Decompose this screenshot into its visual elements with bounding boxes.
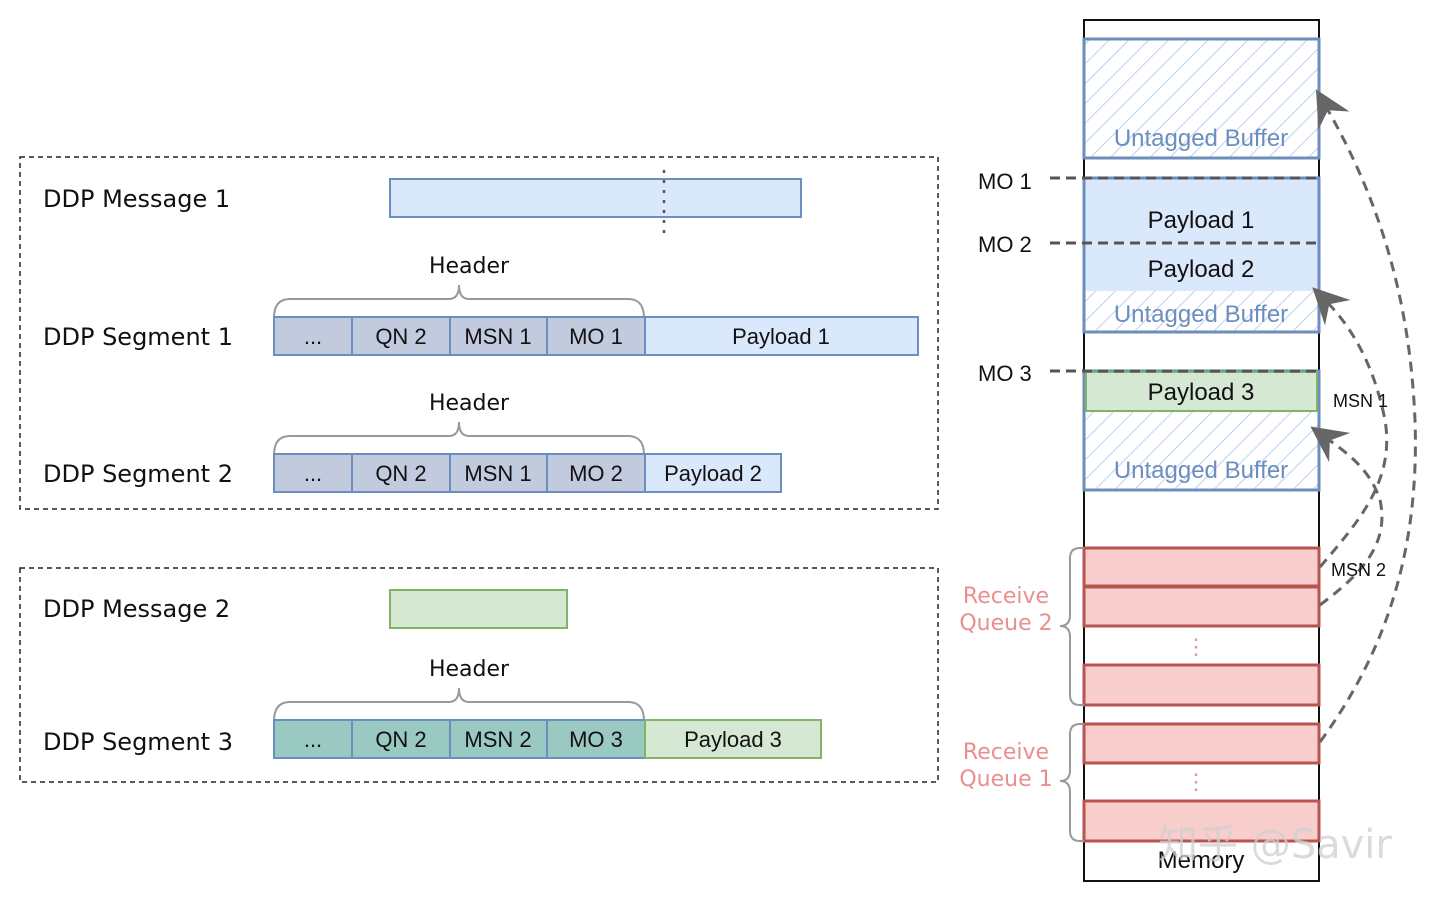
- message2-bar: [389, 589, 568, 629]
- segment3-label: DDP Segment 3: [43, 728, 233, 756]
- rq1-label-line1: Receive: [963, 740, 1049, 765]
- rq2-entry-3: [1082, 663, 1321, 707]
- rq2-label-line2: Queue 2: [959, 611, 1052, 636]
- segment2-row: ... QN 2 MSN 1 MO 2 Payload 2: [273, 453, 782, 493]
- rq1-entry-2: [1082, 799, 1321, 843]
- rq1-brace: [1059, 723, 1084, 842]
- memory-payload2-text: Payload 2: [1148, 256, 1255, 283]
- mo3-label: MO 3: [978, 361, 1032, 386]
- untagged-buffer-1-text: Untagged Buffer: [1114, 125, 1288, 152]
- msn2-label: MSN 2: [1331, 560, 1386, 580]
- payload2-region: [1084, 243, 1319, 291]
- segment2-payload-text: Payload 2: [664, 461, 762, 486]
- msn1-label: MSN 1: [1333, 391, 1388, 411]
- segment3-cell-dots: [273, 719, 353, 759]
- segment1-cell-mo: [546, 316, 646, 356]
- payload1-region: [1084, 178, 1319, 243]
- rq2-label-line1: Receive: [963, 584, 1049, 609]
- segment3-cell-qn-text: QN 2: [375, 727, 426, 752]
- segment2-cell-qn: [351, 453, 451, 493]
- segment3-payload-cell: [644, 719, 822, 759]
- arrow-rq2b-to-buffer3: [1310, 426, 1384, 607]
- payload3-region: [1085, 371, 1318, 412]
- segment2-cell-msn: [449, 453, 548, 493]
- segment3-cell-dots-text: ...: [304, 727, 322, 752]
- segment1-cell-qn-text: QN 2: [375, 324, 426, 349]
- message2-group-frame: [19, 567, 939, 783]
- untagged-buffer-2-text: Untagged Buffer: [1114, 301, 1288, 328]
- segment1-payload-cell: [644, 316, 919, 356]
- segment2-cell-msn-text: MSN 1: [464, 461, 531, 486]
- segment3-cell-mo: [546, 719, 646, 759]
- message2-label: DDP Message 2: [43, 595, 230, 623]
- rq2-entry-2: [1082, 585, 1321, 628]
- rq2-entry-1: [1082, 546, 1321, 588]
- memory-payload1-text: Payload 1: [1148, 207, 1255, 234]
- arrow-rq1-to-buffer1: [1315, 89, 1417, 743]
- segment2-payload-cell: [644, 453, 782, 493]
- segment2-header-label: Header: [429, 391, 510, 416]
- segment1-header-brace: [273, 284, 645, 319]
- segment1-label: DDP Segment 1: [43, 323, 233, 351]
- segment1-row: ... QN 2 MSN 1 MO 1 Payload 1: [273, 316, 919, 356]
- rq1-ellipsis: ⋮: [1185, 769, 1207, 794]
- segment2-cell-mo-text: MO 2: [569, 461, 623, 486]
- memory-label: Memory: [1158, 847, 1245, 874]
- mo2-label: MO 2: [978, 232, 1032, 257]
- segment3-header-label: Header: [429, 657, 510, 682]
- message1-group-frame: [19, 156, 939, 510]
- segment3-row: ... QN 2 MSN 2 MO 3 Payload 3: [273, 719, 822, 759]
- memory-payload3-text: Payload 3: [1148, 379, 1255, 406]
- rq1-entry-1: [1082, 722, 1321, 765]
- segment2-cell-dots: [273, 453, 353, 493]
- segment2-cell-mo: [546, 453, 646, 493]
- segment2-cell-dots-text: ...: [304, 461, 322, 486]
- segment2-header-brace: [273, 421, 645, 456]
- segment3-header-brace: [273, 687, 645, 722]
- rq2-ellipsis: ⋮: [1185, 634, 1207, 659]
- arrow-rq2a-to-buffer2: [1312, 287, 1389, 568]
- segment2-label: DDP Segment 2: [43, 460, 233, 488]
- segment3-cell-msn: [449, 719, 548, 759]
- untagged-buffer-2: [1084, 291, 1319, 332]
- segment1-cell-dots: [273, 316, 353, 356]
- segment3-cell-qn: [351, 719, 451, 759]
- segment1-cell-mo-text: MO 1: [569, 324, 623, 349]
- segment1-cell-qn: [351, 316, 451, 356]
- segment1-header-label: Header: [429, 254, 510, 279]
- segment3-payload-text: Payload 3: [684, 727, 782, 752]
- segment1-payload-text: Payload 1: [732, 324, 830, 349]
- segment3-cell-msn-text: MSN 2: [464, 727, 531, 752]
- segment3-cell-mo-text: MO 3: [569, 727, 623, 752]
- mo1-label: MO 1: [978, 169, 1032, 194]
- message1-label: DDP Message 1: [43, 185, 230, 213]
- segment1-cell-msn-text: MSN 1: [464, 324, 531, 349]
- segment1-cell-dots-text: ...: [304, 324, 322, 349]
- rq1-label-line2: Queue 1: [959, 767, 1052, 792]
- rq2-brace: [1059, 547, 1084, 706]
- segment2-cell-qn-text: QN 2: [375, 461, 426, 486]
- untagged-buffer-3-text: Untagged Buffer: [1114, 457, 1288, 484]
- message1-bar: [389, 178, 802, 218]
- watermark: 知乎 @Savir: [1158, 822, 1392, 868]
